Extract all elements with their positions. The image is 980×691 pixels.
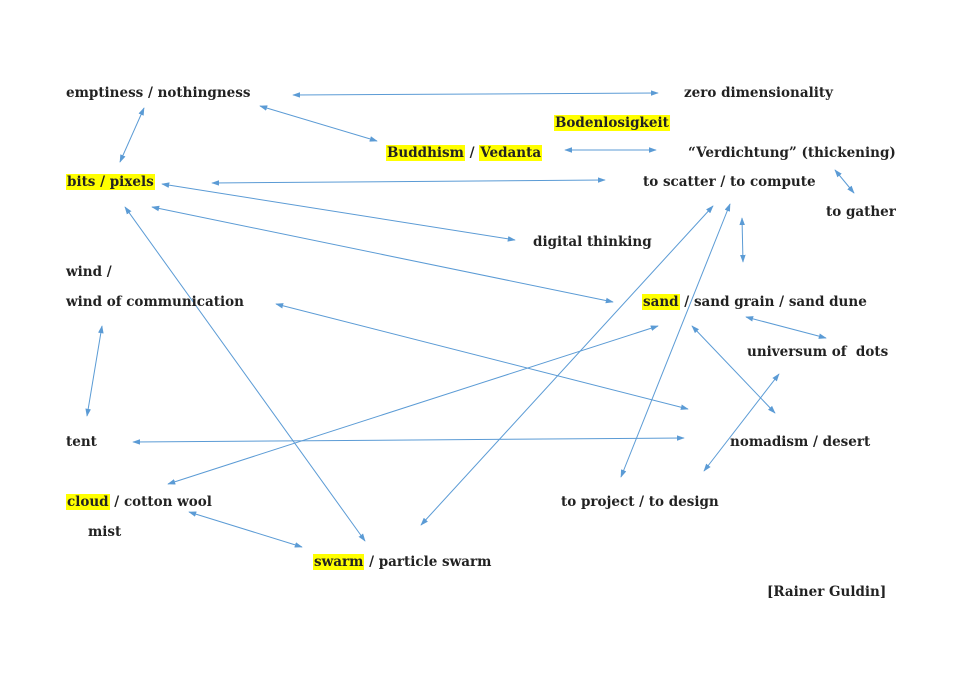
node-mist: mist	[88, 524, 122, 540]
highlight-cloud: cloud	[66, 494, 110, 510]
node-wind-of-communication: wind of communication	[66, 294, 244, 310]
swarm-rest: / particle swarm	[364, 554, 492, 570]
arrow-sand-universum	[745, 316, 827, 339]
arrow-emptiness-bits-pixels	[119, 107, 145, 163]
arrow-verdichtung-to-gather	[834, 169, 855, 194]
highlight-vedanta: Vedanta	[479, 145, 543, 161]
arrow-cloud-swarm	[188, 511, 303, 548]
author-credit: [Rainer Guldin]	[767, 584, 887, 600]
arrow-universum-project	[703, 373, 780, 472]
node-to-gather: to gather	[826, 204, 896, 220]
node-project-design: to project / to design	[561, 494, 719, 510]
arrow-bits-digital-thinking	[161, 182, 516, 242]
arrow-sand-cloud	[167, 325, 659, 485]
node-buddhism-vedanta: Buddhism / Vedanta	[386, 144, 543, 162]
node-universum-of-dots: universum of dots	[747, 344, 889, 360]
separator: /	[464, 145, 480, 161]
arrow-sand-nomadism	[691, 325, 776, 414]
node-tent: tent	[66, 434, 97, 450]
node-emptiness: emptiness / nothingness	[66, 85, 251, 101]
highlight-swarm: swarm	[313, 554, 365, 570]
sand-rest: / sand grain / sand dune	[679, 294, 867, 310]
arrow-bits-scatter	[211, 177, 606, 186]
node-zero-dimensionality: zero dimensionality	[684, 85, 833, 101]
node-cloud: cloud / cotton wool	[66, 493, 212, 511]
arrow-group	[85, 90, 855, 548]
arrow-scatter-swarm	[420, 205, 714, 526]
arrow-bits-swarm	[124, 206, 366, 542]
arrow-scatter-sand	[739, 217, 746, 263]
node-wind: wind /	[66, 264, 112, 280]
node-nomadism-desert: nomadism / desert	[730, 434, 871, 450]
node-sand: sand / sand grain / sand dune	[642, 293, 867, 311]
node-swarm: swarm / particle swarm	[313, 553, 491, 571]
node-scatter-compute: to scatter / to compute	[643, 174, 816, 190]
arrow-wind-nomadism	[275, 303, 689, 410]
arrow-emptiness-zero-dimensionality	[292, 90, 659, 98]
highlight-buddhism: Buddhism	[386, 145, 465, 161]
highlight-sand: sand	[642, 294, 680, 310]
node-digital-thinking: digital thinking	[533, 234, 652, 250]
arrow-bits-sand	[151, 205, 614, 304]
node-bits-pixels: bits / pixels	[66, 173, 155, 191]
node-bodenlosigkeit: Bodenlosigkeit	[554, 114, 670, 132]
arrow-tent-nomadism	[132, 435, 685, 445]
highlight-bodenlosigkeit: Bodenlosigkeit	[554, 115, 670, 131]
arrow-emptiness-buddhism	[259, 105, 378, 142]
node-verdichtung: “Verdichtung” (thickening)	[688, 145, 896, 161]
highlight-bits-pixels: bits / pixels	[66, 174, 155, 190]
arrow-wind-tent	[85, 325, 104, 417]
cloud-rest: / cotton wool	[109, 494, 212, 510]
